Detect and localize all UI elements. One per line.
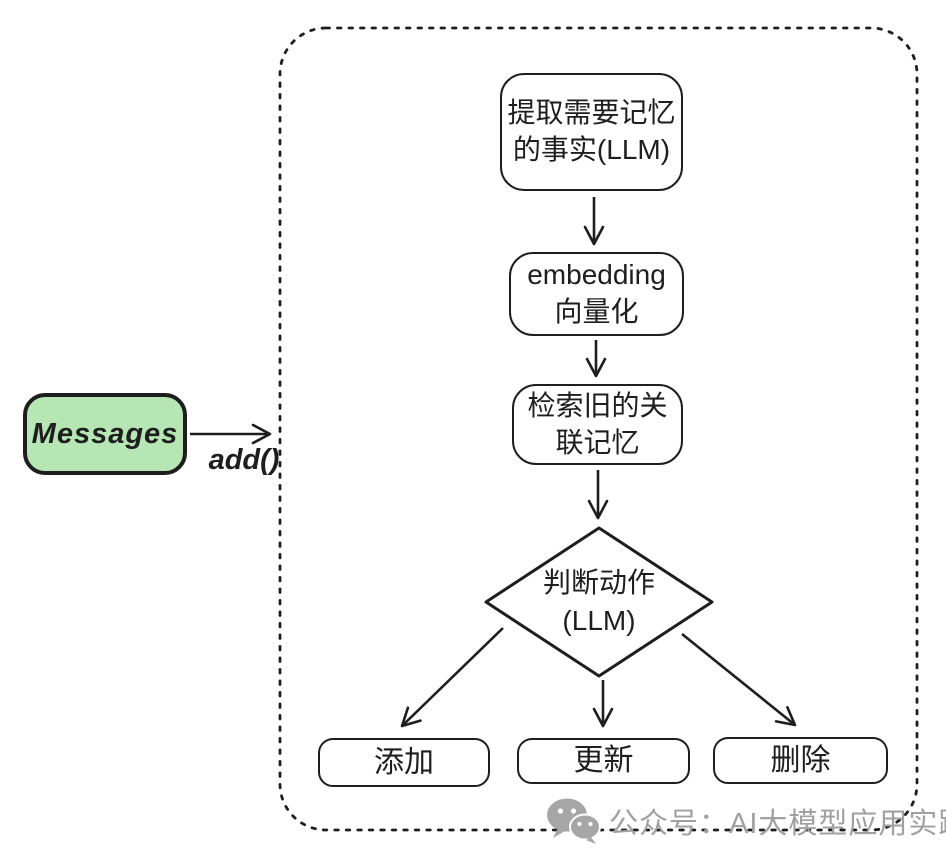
node-action-add: 添加 [318,738,490,787]
watermark: 公众号：AI大模型应用实践 [546,797,946,845]
node-action-update: 更新 [517,738,690,784]
arrow-decision-to-delete [681,632,797,727]
node-action-delete: 删除 [713,737,888,784]
decision-diamond-shape [484,526,714,678]
node-messages: Messages [23,393,187,475]
watermark-text: 公众号：AI大模型应用实践 [609,808,946,840]
edge-label-add-call: add() [208,444,280,476]
node-retrieve-memory: 检索旧的关 联记忆 [512,384,683,465]
node-decision-label: 判断动作 (LLM) [542,567,655,636]
node-extract-facts: 提取需要记忆 的事实(LLM) [500,73,683,191]
arrow-decision-to-add [400,627,504,728]
wechat-icon [547,798,601,844]
node-embedding: embedding 向量化 [509,252,684,336]
